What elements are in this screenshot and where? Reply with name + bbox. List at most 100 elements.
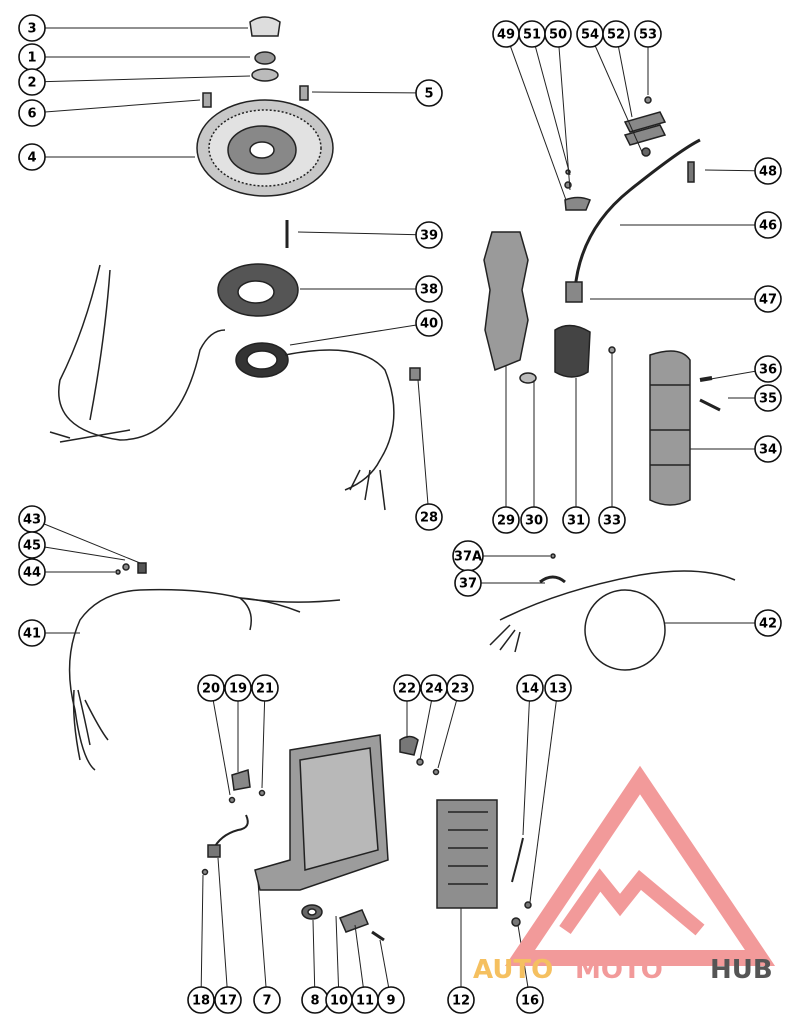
callout-22: 22 — [393, 674, 421, 702]
leader-line-2 — [31, 75, 251, 83]
callout-6: 6 — [18, 99, 46, 127]
callout-circle — [18, 143, 46, 171]
callout-label: 12 — [452, 994, 470, 1009]
callout-48: 48 — [754, 157, 782, 185]
callout-label: 17 — [219, 994, 237, 1009]
callout-21: 21 — [251, 674, 279, 702]
callout-circle — [18, 99, 46, 127]
stator-harness — [58, 264, 226, 441]
callout-label: 52 — [607, 28, 625, 43]
clip-28 — [409, 367, 421, 381]
screw-9 — [371, 930, 385, 942]
clamp-37 — [539, 575, 566, 584]
callout-label: 50 — [549, 28, 567, 43]
screw-5 — [299, 85, 309, 101]
callout-label: 3 — [27, 22, 36, 37]
callout-label: 38 — [420, 283, 438, 298]
callout-33: 33 — [598, 506, 626, 534]
clip-11 — [338, 909, 370, 933]
flywheel-washer — [251, 68, 279, 82]
switch-box-assembly — [201, 734, 532, 942]
callout-label: 36 — [759, 363, 777, 378]
nut-54 — [641, 147, 651, 157]
callout-37A: 37A — [452, 540, 484, 572]
screw-18 — [201, 868, 209, 876]
screw-6 — [202, 92, 212, 108]
callout-circle — [415, 79, 443, 107]
leader-line-52 — [615, 33, 633, 118]
callout-11: 11 — [351, 986, 379, 1014]
leader-line-49 — [505, 33, 567, 201]
callout-circle — [562, 506, 590, 534]
leader-line-28 — [417, 379, 430, 518]
callout-circle — [377, 986, 405, 1014]
callout-label: 6 — [27, 107, 36, 122]
callout-14: 14 — [516, 674, 544, 702]
callout-circle — [415, 221, 443, 249]
callout-38: 38 — [415, 275, 443, 303]
watermark-text-auto: AUTO — [473, 955, 553, 985]
screw-23 — [432, 768, 440, 776]
leader-line-54 — [589, 33, 643, 153]
callout-label: 37A — [454, 550, 482, 565]
screw-13 — [524, 901, 532, 909]
callout-label: 20 — [202, 682, 220, 697]
flywheel-nut — [254, 51, 276, 65]
callout-circle — [754, 384, 782, 412]
callout-10: 10 — [325, 986, 353, 1014]
callout-20: 20 — [197, 674, 225, 702]
callout-label: 53 — [639, 28, 657, 43]
callout-circle — [415, 275, 443, 303]
leader-line-50 — [557, 33, 571, 191]
callout-label: 16 — [521, 994, 539, 1009]
callout-label: 49 — [497, 28, 515, 43]
screw-20 — [228, 796, 236, 804]
coil-29 — [483, 231, 529, 372]
callout-circle — [602, 20, 630, 48]
callout-35: 35 — [754, 384, 782, 412]
callout-label: 24 — [425, 682, 443, 697]
rectifier-12 — [436, 799, 498, 909]
callout-label: 14 — [521, 682, 539, 697]
screw-35-36 — [699, 376, 713, 382]
callout-label: 19 — [229, 682, 247, 697]
callout-circle — [754, 211, 782, 239]
callout-43: 43 — [18, 505, 46, 533]
leader-line-6 — [31, 99, 201, 114]
callout-circle — [754, 435, 782, 463]
callout-label: 44 — [23, 566, 41, 581]
callout-7: 7 — [253, 986, 281, 1014]
callout-label: 2 — [27, 76, 36, 91]
callout-label: 46 — [759, 219, 777, 234]
callout-40: 40 — [415, 309, 443, 337]
callout-label: 48 — [759, 165, 777, 180]
callout-54: 54 — [576, 20, 604, 48]
callout-label: 37 — [459, 577, 477, 592]
leader-line-45 — [31, 544, 126, 561]
callout-circle — [197, 674, 225, 702]
callout-label: 21 — [256, 682, 274, 697]
callout-2: 2 — [18, 68, 46, 96]
flywheel-cap — [249, 16, 281, 37]
callout-44: 44 — [18, 558, 46, 586]
harness-41 — [68, 562, 341, 771]
leader-line-51 — [531, 33, 571, 176]
callout-label: 29 — [497, 514, 515, 529]
callout-label: 11 — [356, 994, 374, 1009]
callout-circle — [492, 506, 520, 534]
callout-34: 34 — [754, 435, 782, 463]
callout-50: 50 — [544, 20, 572, 48]
callout-18: 18 — [187, 986, 215, 1014]
callout-16: 16 — [516, 986, 544, 1014]
callout-31: 31 — [562, 506, 590, 534]
callout-label: 51 — [523, 28, 541, 43]
callout-label: 45 — [23, 539, 41, 554]
callout-circle — [598, 506, 626, 534]
callout-circle — [415, 503, 443, 531]
callout-circle — [447, 986, 475, 1014]
callout-circle — [18, 558, 46, 586]
leader-line-43 — [31, 518, 141, 564]
callout-label: 18 — [192, 994, 210, 1009]
ground-strap-14 — [511, 837, 524, 883]
